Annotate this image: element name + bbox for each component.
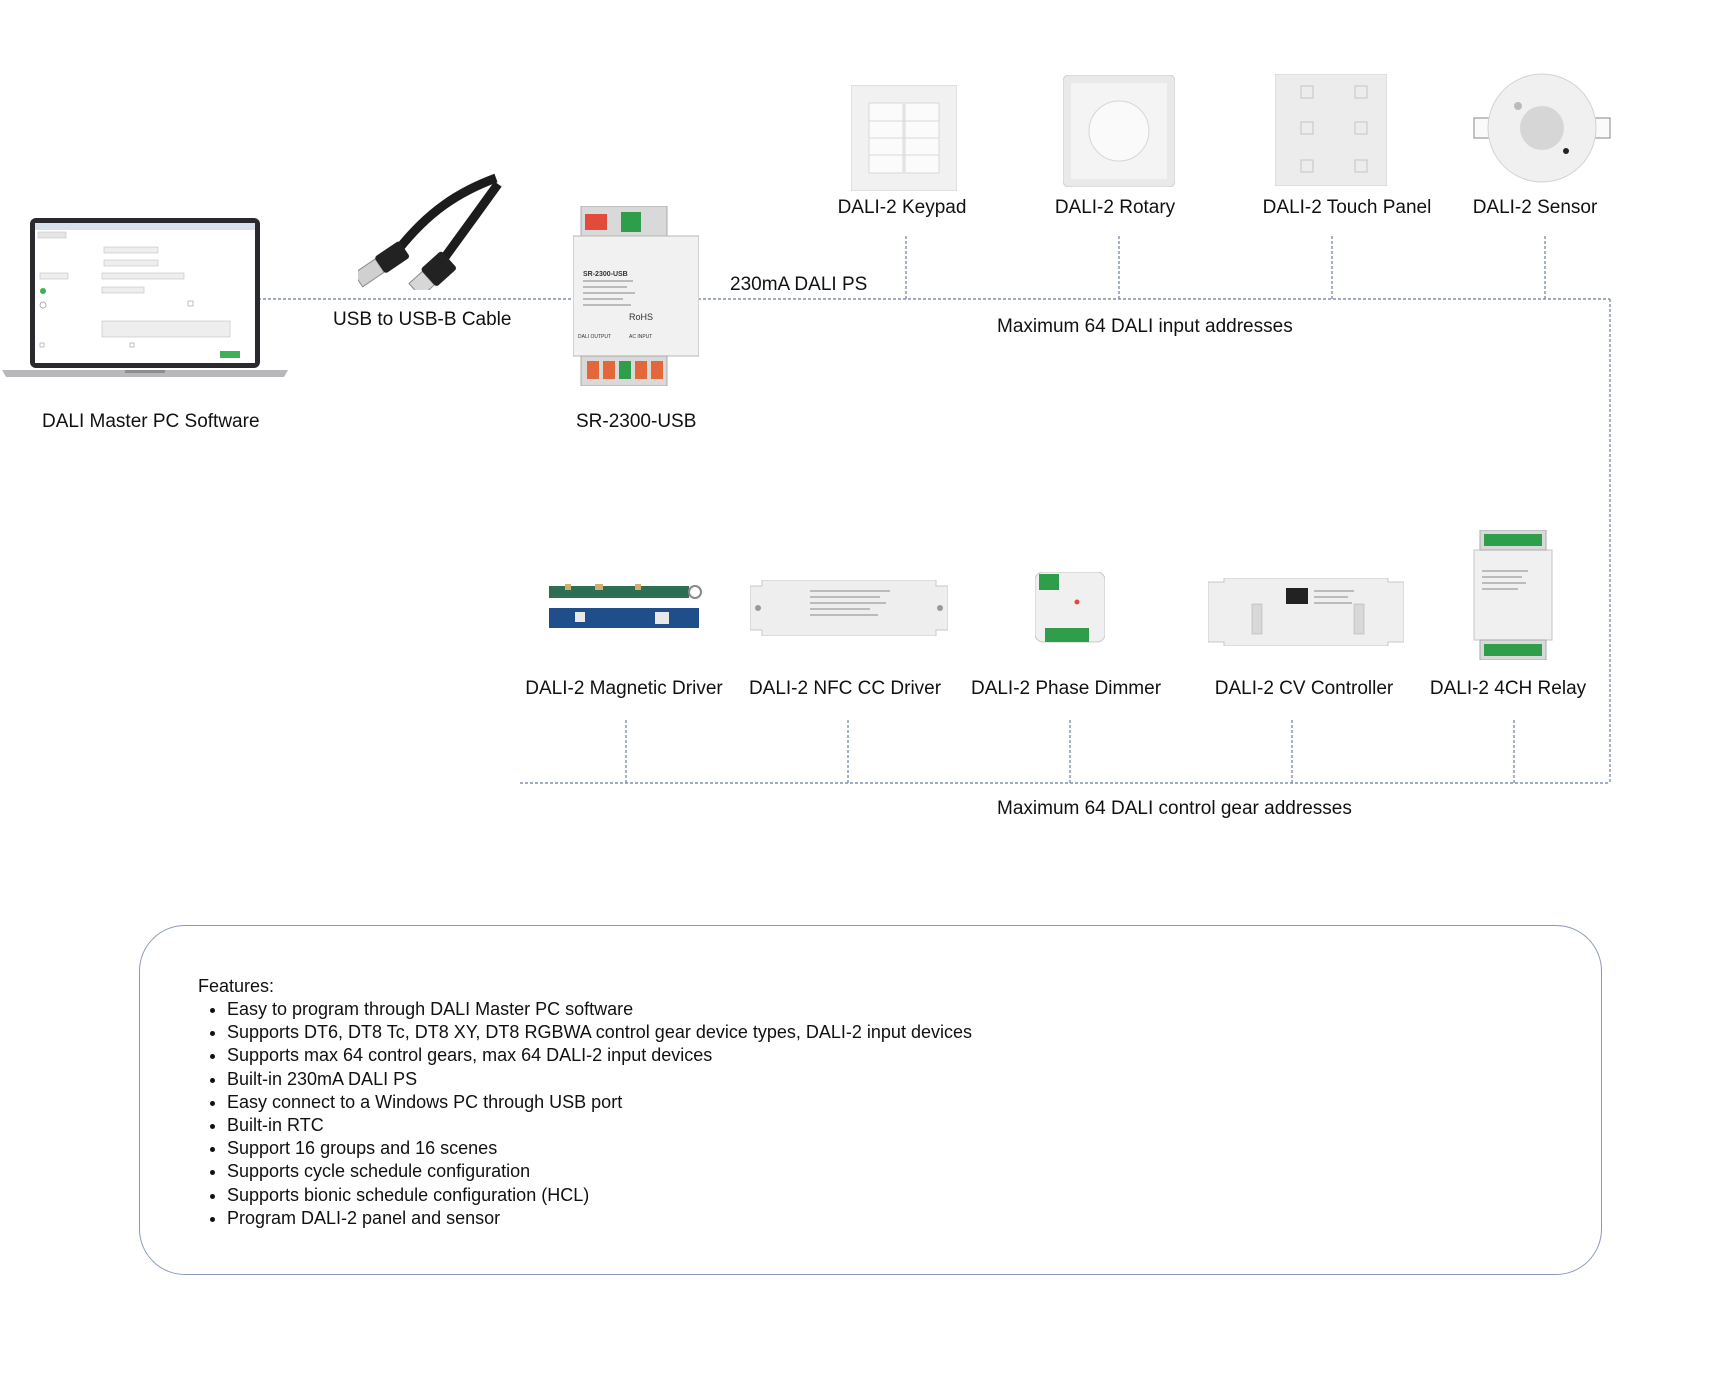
features-list: Easy to program through DALI Master PC s… bbox=[198, 998, 972, 1230]
touch-panel-image bbox=[1275, 74, 1387, 186]
magnetic-driver-image bbox=[549, 584, 702, 628]
features-box: Features: Easy to program through DALI M… bbox=[139, 925, 1602, 1275]
keypad-label: DALI-2 Keypad bbox=[837, 197, 967, 218]
feature-item: Easy to program through DALI Master PC s… bbox=[227, 998, 972, 1021]
features-title: Features: bbox=[198, 976, 275, 996]
nfc-cc-driver-image bbox=[750, 580, 948, 636]
gear-bus-label: Maximum 64 DALI control gear addresses bbox=[997, 798, 1352, 819]
usb-cable-image bbox=[358, 173, 502, 290]
power-supply-label: 230mA DALI PS bbox=[730, 274, 868, 295]
sensor-image bbox=[1473, 73, 1611, 183]
rotary-image bbox=[1063, 75, 1175, 187]
feature-item: Supports cycle schedule configuration bbox=[227, 1160, 972, 1183]
input-bus-label: Maximum 64 DALI input addresses bbox=[997, 316, 1293, 337]
controller-image: SR-2300-USB RoHS DALI OUTPUT AC INPUT bbox=[573, 206, 699, 386]
phase-dimmer-label: DALI-2 Phase Dimmer bbox=[970, 678, 1162, 699]
usb-cable-label: USB to USB-B Cable bbox=[333, 309, 512, 330]
pc-software-label: DALI Master PC Software bbox=[42, 411, 260, 432]
keypad-image bbox=[851, 85, 957, 191]
feature-item: Support 16 groups and 16 scenes bbox=[227, 1137, 972, 1160]
feature-item: Supports bionic schedule configuration (… bbox=[227, 1184, 972, 1207]
sensor-label: DALI-2 Sensor bbox=[1472, 197, 1598, 218]
feature-item: Supports DT6, DT8 Tc, DT8 XY, DT8 RGBWA … bbox=[227, 1021, 972, 1044]
four-channel-relay-label: DALI-2 4CH Relay bbox=[1429, 678, 1587, 699]
magnetic-driver-label: DALI-2 Magnetic Driver bbox=[525, 678, 723, 699]
cv-controller-image bbox=[1208, 578, 1404, 646]
feature-item: Built-in RTC bbox=[227, 1114, 972, 1137]
feature-item: Program DALI-2 panel and sensor bbox=[227, 1207, 972, 1230]
rotary-label: DALI-2 Rotary bbox=[1054, 197, 1176, 218]
controller-model-print: SR-2300-USB bbox=[583, 271, 628, 278]
laptop-image bbox=[2, 218, 288, 377]
four-channel-relay-image bbox=[1473, 530, 1553, 660]
feature-item: Built-in 230mA DALI PS bbox=[227, 1068, 972, 1091]
cv-controller-label: DALI-2 CV Controller bbox=[1214, 678, 1394, 699]
controller-rohs-print: RoHS bbox=[629, 312, 653, 322]
phase-dimmer-image bbox=[1035, 572, 1105, 643]
controller-output-print: DALI OUTPUT bbox=[578, 334, 611, 340]
controller-input-print: AC INPUT bbox=[629, 334, 652, 340]
touch-panel-label: DALI-2 Touch Panel bbox=[1262, 197, 1432, 218]
feature-item: Supports max 64 control gears, max 64 DA… bbox=[227, 1044, 972, 1067]
controller-label: SR-2300-USB bbox=[576, 411, 697, 432]
feature-item: Easy connect to a Windows PC through USB… bbox=[227, 1091, 972, 1114]
nfc-cc-driver-label: DALI-2 NFC CC Driver bbox=[748, 678, 942, 699]
